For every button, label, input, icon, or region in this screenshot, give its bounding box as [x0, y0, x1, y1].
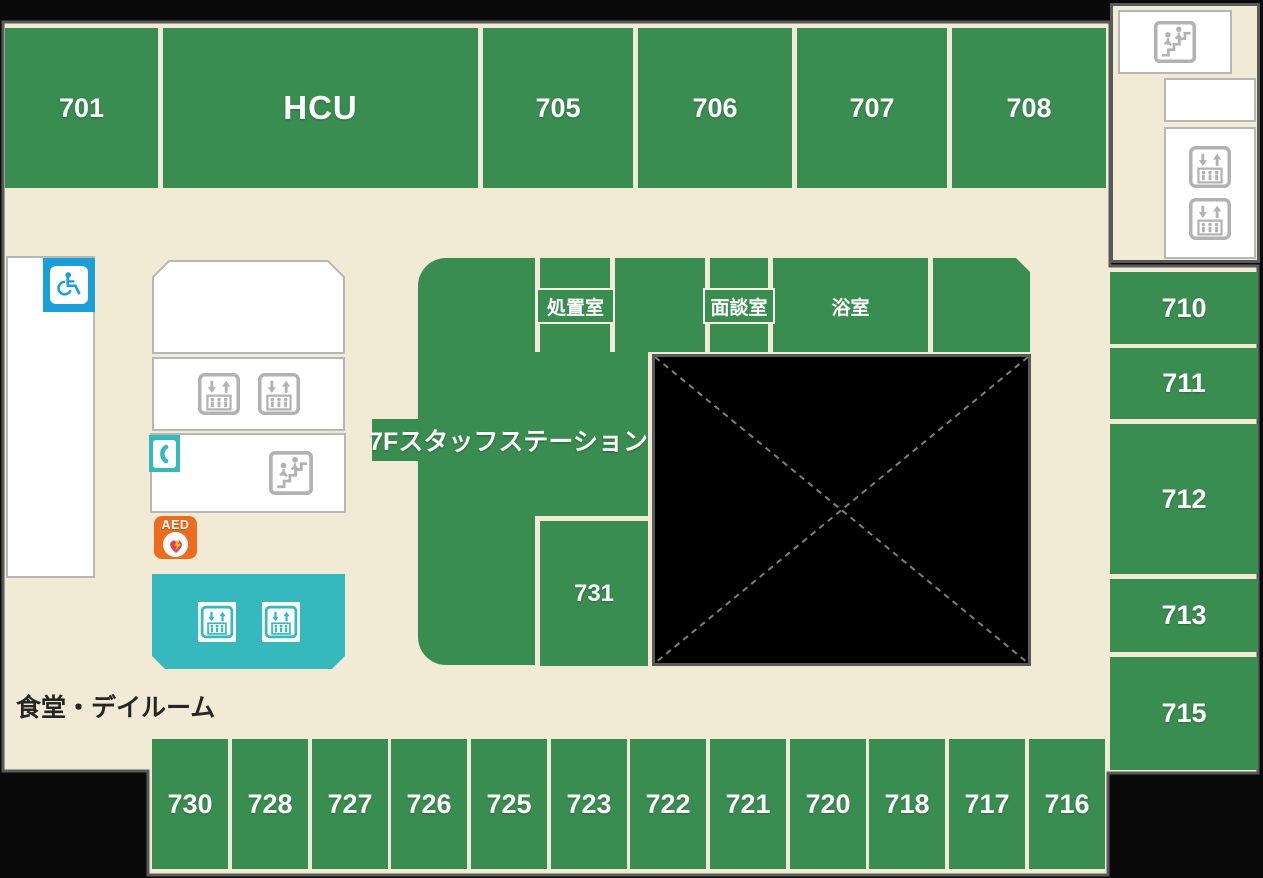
public-phone [149, 435, 180, 472]
elevator-icon [1188, 145, 1232, 189]
room-label: 706 [692, 92, 738, 123]
room-label: 720 [805, 788, 851, 819]
stairs-icon [269, 451, 313, 495]
room-720: 720 [790, 739, 866, 869]
room-717: 717 [949, 739, 1025, 869]
elevator-icon [1188, 197, 1232, 241]
accessible-toilet [43, 258, 95, 312]
room-label: 面談室 [710, 297, 768, 319]
room-label: 728 [247, 788, 293, 819]
stairwell-top-right [1118, 10, 1232, 74]
room-label: 723 [566, 788, 612, 819]
room-label: 705 [535, 92, 581, 123]
staff-station-label: 7Fスタッフステーション [369, 419, 648, 461]
stairs-icon [1153, 20, 1197, 64]
room-bath: 浴室 [773, 288, 928, 324]
wall-gap [928, 258, 933, 352]
room-715: 715 [1110, 657, 1258, 770]
room-707: 707 [797, 28, 947, 188]
room-treatment: 処置室 [536, 288, 615, 324]
room-721: 721 [710, 739, 786, 869]
stairwell [150, 433, 346, 513]
room-710: 710 [1110, 272, 1258, 344]
dining-dayroom-text: 食堂・デイルーム [16, 694, 216, 722]
aed-station: AED [154, 516, 197, 559]
room-label: 727 [327, 788, 373, 819]
room-705: 705 [483, 28, 633, 188]
room-label: 717 [964, 788, 1010, 819]
room-712: 712 [1110, 424, 1258, 574]
room-722: 722 [630, 739, 706, 869]
room-label: 708 [1006, 92, 1052, 123]
room-730: 730 [152, 739, 228, 869]
elevator-hall [152, 357, 345, 431]
room-label: 715 [1161, 698, 1207, 728]
elevator-hall-top-right [1164, 127, 1256, 259]
aed-heart-icon [163, 532, 188, 557]
elevator-icon [262, 602, 300, 642]
void-x-pattern [654, 356, 1029, 664]
room-label: 712 [1161, 483, 1207, 514]
room-725: 725 [471, 739, 547, 869]
room-711: 711 [1110, 348, 1258, 419]
dining-dayroom-label: 食堂・デイルーム [16, 688, 215, 724]
void-area [652, 354, 1031, 666]
room-label: 730 [167, 788, 213, 819]
phone-icon [153, 439, 176, 468]
room-701: 701 [5, 28, 158, 188]
room-728: 728 [232, 739, 308, 869]
room-label: 725 [486, 788, 532, 819]
room-hcu: HCU [163, 28, 478, 188]
service-room [1164, 78, 1256, 122]
room-label: 707 [849, 92, 895, 123]
room-723: 723 [551, 739, 627, 869]
room-718: 718 [869, 739, 945, 869]
room-731: 731 [540, 521, 648, 666]
room-716: 716 [1029, 739, 1105, 869]
patient-elevator-hall [152, 574, 345, 669]
room-interview: 面談室 [703, 288, 775, 324]
aed-label: AED [161, 518, 190, 532]
room-label: 浴室 [831, 297, 870, 319]
room-label: 710 [1161, 292, 1207, 323]
room-label: 726 [406, 788, 452, 819]
room-label: 721 [725, 788, 771, 819]
room-713: 713 [1110, 579, 1258, 652]
room-label: 731 [573, 579, 615, 607]
room-726: 726 [391, 739, 467, 869]
wheelchair-icon [50, 266, 88, 304]
room-706: 706 [638, 28, 792, 188]
room-label: 701 [58, 92, 105, 123]
top-right-core [1110, 3, 1260, 263]
room-label: 722 [645, 788, 691, 819]
elevator-icon [197, 372, 240, 416]
room-727: 727 [312, 739, 388, 869]
core-room-top [152, 260, 345, 354]
room-label: 718 [884, 788, 930, 819]
room-708: 708 [952, 28, 1106, 188]
elevator-icon [198, 602, 236, 642]
staff-station-text: 7Fスタッフステーション [369, 428, 648, 456]
room-label: 処置室 [546, 297, 604, 319]
room-label: 711 [1162, 368, 1206, 398]
staff-station-shape [418, 258, 1030, 665]
elevator-icon [257, 372, 300, 416]
room-label: 716 [1044, 788, 1090, 819]
room-label: HCU [283, 89, 358, 126]
room-label: 713 [1161, 600, 1207, 630]
